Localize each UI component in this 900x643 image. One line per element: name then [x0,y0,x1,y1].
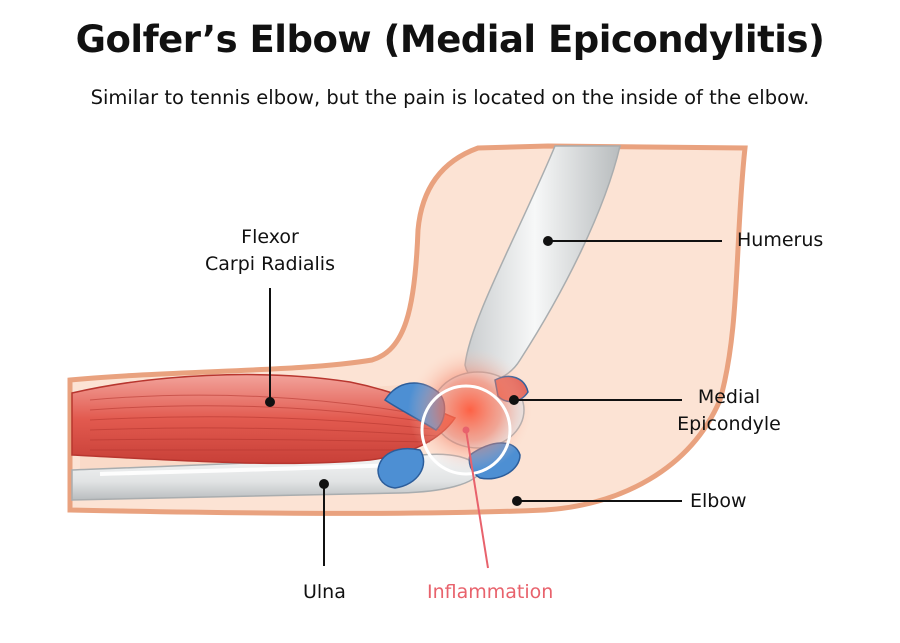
medial-label-line1: Medial [697,386,761,408]
page-subtitle: Similar to tennis elbow, but the pain is… [90,86,810,109]
humerus-leader-dot [543,236,553,246]
ulna-leader-dot [319,479,329,489]
leader-lines [265,236,722,566]
elbow-leader-dot [512,496,522,506]
medial-epicondyle-label: Medial Epicondyle [664,384,794,438]
flexor-leader-dot [265,397,275,407]
inflammation-label: Inflammation [427,581,554,603]
ulna-label: Ulna [303,581,346,603]
flexor-label-line2: Carpi Radialis [205,253,335,275]
elbow-label: Elbow [690,490,747,512]
medial-label-line2: Epicondyle [677,413,781,435]
medial-epicondyle-leader-dot [509,395,519,405]
inflammation-leader [462,426,489,569]
humerus-label: Humerus [737,229,824,251]
flexor-label-line1: Flexor [241,226,299,248]
page-title: Golfer’s Elbow (Medial Epicondylitis) [75,18,825,61]
inflammation-area [408,348,532,476]
flexor-carpi-radialis-muscle [71,373,457,465]
flexor-carpi-radialis-label: Flexor Carpi Radialis [190,224,350,278]
